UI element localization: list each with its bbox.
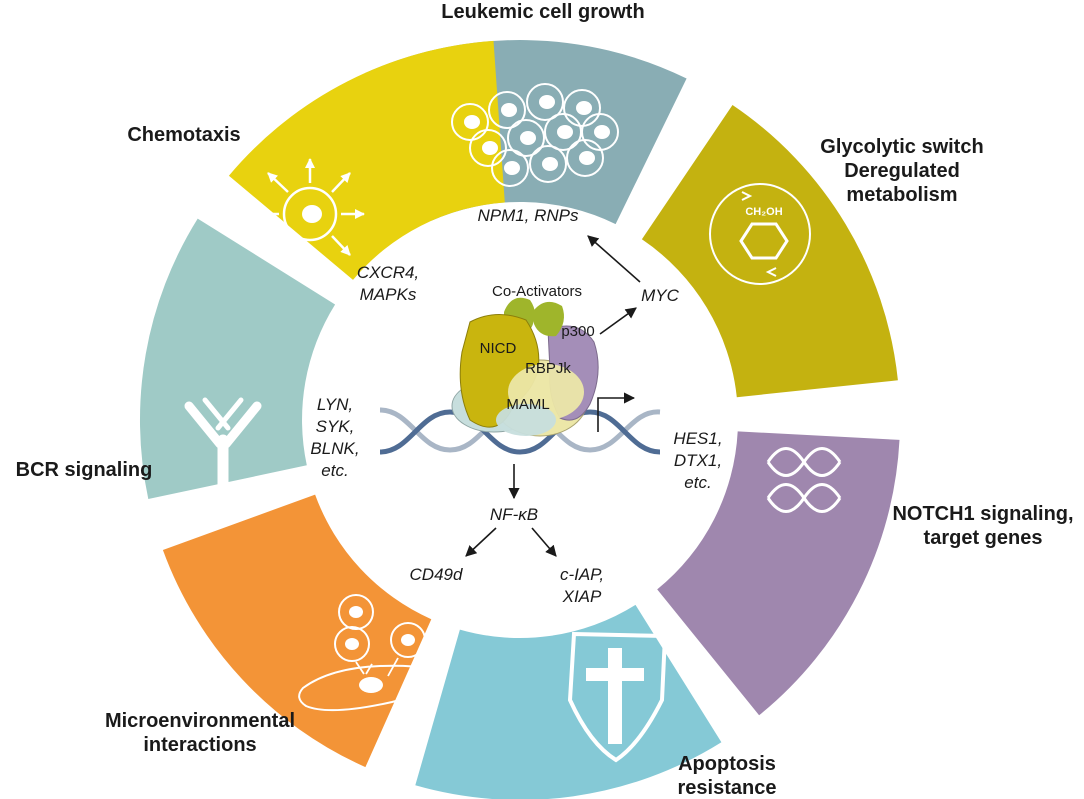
segment-glycolytic [641,105,898,398]
cell-outline [469,129,507,167]
etc-notch-label: etc. [684,473,711,492]
cell-nucleus [557,125,573,139]
antibody-icon [184,397,262,498]
coactivator-right [534,301,564,337]
cell-nucleus [464,115,480,129]
label-resistance: resistance [678,777,777,799]
maml-label: MAML [506,396,549,413]
chemotaxis-icon [253,158,365,270]
rbpjk-label: RBPJk [525,360,571,377]
cell-outline [491,149,529,187]
cell-nucleus [501,103,517,117]
xiap-label: XIAP [562,587,602,606]
etc-bcr-label: etc. [321,461,348,480]
gene-labels: NPM1, RNPs CXCR4, MAPKs MYC LYN, SYK, BL… [310,206,722,606]
transcription-start-arrow [597,392,636,432]
cell-outline [581,113,619,151]
label-leukemic-cell-growth: Leukemic cell growth [441,1,644,23]
myc-label: MYC [641,286,680,305]
shield-cross-icon [567,631,668,763]
cell-nucleus [539,95,555,109]
label-chemotaxis: Chemotaxis [127,124,240,146]
label-deregulated: Deregulated [844,160,960,182]
arrow-nfkb-to-ciap [531,527,557,557]
cell-nucleus [520,131,536,145]
label-notch1-signaling: NOTCH1 signaling, [892,503,1073,525]
pathway-arrows [465,235,641,557]
segment-apoptosis [415,604,722,799]
dna-strand-dark [379,409,661,455]
segment-bcr [139,218,336,499]
cell-outline [529,145,567,183]
p300-label: p300 [561,323,594,340]
cd49d-label: CD49d [410,565,463,584]
segment-notch1 [657,431,900,716]
label-bcr-signaling: BCR signaling [16,459,153,481]
ring-segments [139,40,900,799]
mapks-label: MAPKs [360,285,417,304]
transcription-complex: Co-Activators NICD p300 RBPJk MAML [451,283,636,437]
nicd-label: NICD [480,340,517,357]
label-metabolism: metabolism [846,184,957,206]
blnk-label: BLNK, [310,439,359,458]
arrow-nfkb-to-cd49d [465,527,497,557]
ciap-label: c-IAP, [560,565,604,584]
dtx1-label: DTX1, [674,451,722,470]
label-apoptosis: Apoptosis [678,753,776,775]
cell-outline [451,103,489,141]
cell-nucleus [579,151,595,165]
segment-micro [162,494,432,768]
npm1-label: NPM1, RNPs [477,206,579,225]
label-microenvironmental: Microenvironmental [105,710,295,732]
dna-icon [766,447,842,513]
cell-nucleus [576,101,592,115]
label-glycolytic-switch: Glycolytic switch [820,136,983,158]
cell-nucleus [482,141,498,155]
hes1-label: HES1, [673,429,722,448]
ch2oh-label: CH₂OH [745,206,782,218]
segment-chemotaxis [228,40,505,280]
cells-icon [451,83,619,187]
lyn-label: LYN, [317,395,353,414]
cell-nucleus [542,157,558,171]
cell-interaction-icon [298,594,440,712]
cell-outline [526,83,564,121]
maml-front [496,404,556,436]
arrow-complex-to-myc [599,307,637,335]
nfkb-label: NF-κB [490,505,538,524]
coactivators-label: Co-Activators [492,283,582,300]
cxcr4-label: CXCR4, [357,263,419,282]
arrow-myc-to-npm1 [587,235,641,283]
glucose-ring-icon: CH₂OH [709,183,811,285]
cell-nucleus [594,125,610,139]
label-interactions: interactions [143,734,256,756]
syk-label: SYK, [316,417,355,436]
cell-nucleus [504,161,520,175]
cell-outline [488,91,526,129]
cell-outline [566,139,604,177]
cell-outline [507,119,545,157]
label-target-genes: target genes [924,527,1043,549]
segment-labels: Leukemic cell growth Glycolytic switch D… [16,1,1074,799]
